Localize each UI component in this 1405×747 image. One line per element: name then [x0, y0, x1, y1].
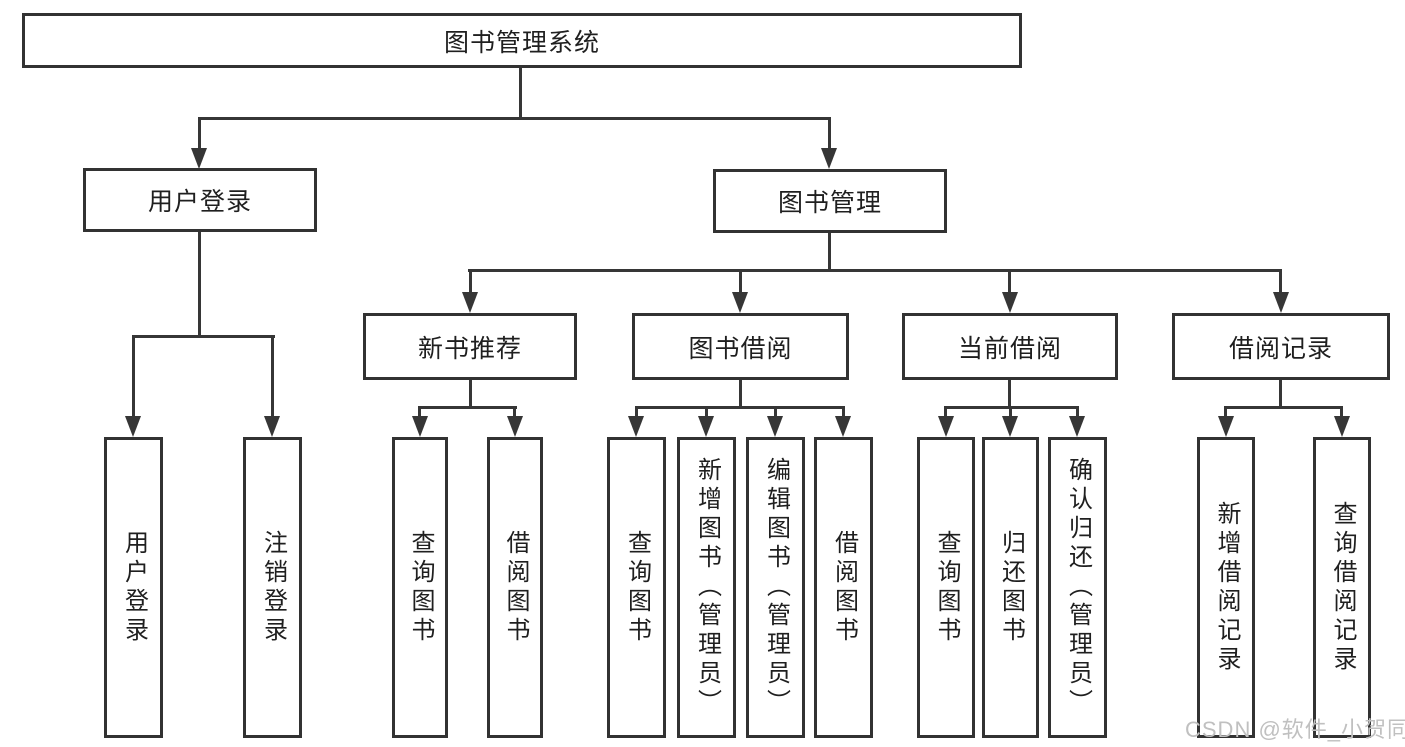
connector-line [132, 335, 135, 418]
leaf-borrow-query-books: 查询图书 [607, 437, 666, 738]
connector-line [944, 406, 947, 418]
leaf-user-login: 用户登录 [104, 437, 163, 738]
connector-line [468, 269, 1282, 272]
arrow-down-icon [264, 416, 280, 437]
connector-line [132, 335, 275, 338]
arrow-down-icon [938, 416, 954, 437]
arrow-down-icon [628, 416, 644, 437]
arrow-down-icon [1069, 416, 1085, 437]
leaf-new-query-books: 查询图书 [392, 437, 448, 738]
connector-line [739, 380, 742, 409]
arrow-down-icon [732, 292, 748, 313]
leaf-current-confirm-return-admin: 确认归还（管理员） [1048, 437, 1107, 738]
connector-line [271, 335, 274, 418]
arrow-down-icon [462, 292, 478, 313]
node-new-book-recommend: 新书推荐 [363, 313, 577, 380]
arrow-down-icon [835, 416, 851, 437]
leaf-borrow-edit-books-admin: 编辑图书（管理员） [746, 437, 805, 738]
connector-line [1279, 269, 1282, 295]
connector-line [198, 232, 201, 337]
connector-line [635, 406, 638, 418]
connector-line [739, 269, 742, 295]
arrow-down-icon [1002, 416, 1018, 437]
node-current-borrow: 当前借阅 [902, 313, 1118, 380]
connector-line [842, 406, 845, 418]
connector-line [1279, 380, 1282, 409]
connector-line [469, 269, 472, 295]
connector-line [513, 406, 516, 418]
connector-line [1076, 406, 1079, 418]
node-borrow-records: 借阅记录 [1172, 313, 1390, 380]
connector-line [198, 117, 831, 120]
arrow-down-icon [507, 416, 523, 437]
arrow-down-icon [125, 416, 141, 437]
leaf-records-add-record: 新增借阅记录 [1197, 437, 1255, 738]
arrow-down-icon [821, 148, 837, 169]
arrow-down-icon [412, 416, 428, 437]
node-user-login: 用户登录 [83, 168, 317, 232]
connector-line [418, 406, 421, 418]
connector-line [469, 380, 472, 409]
arrow-down-icon [698, 416, 714, 437]
leaf-current-query-books: 查询图书 [917, 437, 975, 738]
connector-line [519, 68, 522, 117]
leaf-borrow-add-books-admin: 新增图书（管理员） [677, 437, 736, 738]
arrow-down-icon [1002, 292, 1018, 313]
csdn-watermark: CSDN @软件_小贺同学 [1185, 717, 1405, 742]
connector-line [1340, 406, 1343, 418]
node-book-management: 图书管理 [713, 169, 947, 233]
arrow-down-icon [1218, 416, 1234, 437]
node-book-borrow: 图书借阅 [632, 313, 849, 380]
connector-line [418, 406, 517, 409]
connector-line [705, 406, 708, 418]
connector-line [635, 406, 845, 409]
leaf-new-borrow-books: 借阅图书 [487, 437, 543, 738]
arrow-down-icon [191, 148, 207, 169]
leaf-logout: 注销登录 [243, 437, 302, 738]
leaf-borrow-borrow-books: 借阅图书 [814, 437, 873, 738]
leaf-records-query-record: 查询借阅记录 [1313, 437, 1371, 738]
leaf-current-return-books: 归还图书 [982, 437, 1039, 738]
arrow-down-icon [1273, 292, 1289, 313]
connector-line [1224, 406, 1227, 418]
connector-line [198, 117, 201, 151]
connector-line [774, 406, 777, 418]
connector-line [828, 117, 831, 151]
connector-line [1009, 406, 1012, 418]
connector-line [1224, 406, 1343, 409]
arrow-down-icon [767, 416, 783, 437]
connector-line [1008, 269, 1011, 295]
connector-line [1008, 380, 1011, 409]
node-root: 图书管理系统 [22, 13, 1022, 68]
arrow-down-icon [1334, 416, 1350, 437]
connector-line [828, 233, 831, 272]
